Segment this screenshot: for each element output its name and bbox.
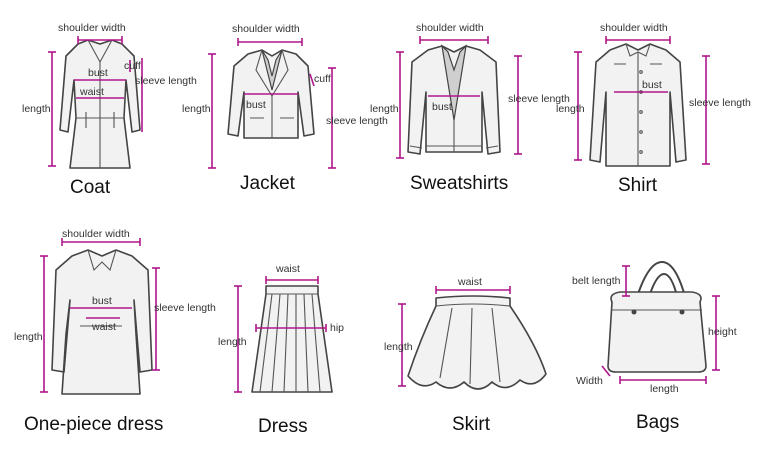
shirt-title: Shirt xyxy=(618,175,658,196)
bags-title: Bags xyxy=(636,412,679,433)
sweatshirts-sleeve-label: sleeve length xyxy=(508,93,570,105)
shirt-shoulder-label: shoulder width xyxy=(600,22,668,34)
jacket-shoulder-label: shoulder width xyxy=(232,23,300,35)
jacket-length-label: length xyxy=(182,103,211,115)
one-piece-dress-shoulder-label: shoulder width xyxy=(62,228,130,240)
sweatshirts-shoulder-label: shoulder width xyxy=(416,22,484,34)
sweatshirts-title: Sweatshirts xyxy=(410,173,508,194)
skirt-title: Skirt xyxy=(452,414,491,435)
jacket-panel: shoulder width cuff bust sleeve length l… xyxy=(182,23,388,194)
coat-length-label: length xyxy=(22,103,51,115)
jacket-bust-label: bust xyxy=(246,99,266,111)
shirt-length-label: length xyxy=(556,103,585,115)
one-piece-dress-length-label: length xyxy=(14,331,43,343)
one-piece-dress-sleeve-label: sleeve length xyxy=(154,302,216,314)
coat-shoulder-label: shoulder width xyxy=(58,22,126,34)
one-piece-dress-waist-label: waist xyxy=(91,321,116,333)
coat-shoulder-measure xyxy=(77,36,123,44)
skirt-waist-label: waist xyxy=(457,276,482,288)
one-piece-dress-panel: shoulder width bust waist sleeve length … xyxy=(14,228,216,435)
dress-hip-label: hip xyxy=(330,322,344,334)
one-piece-dress-illustration xyxy=(51,249,153,395)
shirt-bust-label: bust xyxy=(642,79,662,91)
dress-illustration xyxy=(251,285,333,393)
bag-illustration xyxy=(607,291,707,373)
skirt-length-label: length xyxy=(384,341,413,353)
bag-handle-icon xyxy=(635,260,687,301)
dress-panel: waist hip length Dress xyxy=(218,263,344,437)
skirt-panel: waist length Skirt xyxy=(384,276,547,435)
shirt-panel: shoulder width bust sleeve length length… xyxy=(556,22,751,196)
dress-length-label: length xyxy=(218,336,247,348)
sweatshirts-panel: shoulder width bust sleeve length length… xyxy=(370,22,570,194)
coat-length-measure xyxy=(48,51,56,167)
dress-waist-label: waist xyxy=(275,263,300,275)
skirt-illustration xyxy=(407,295,547,390)
jacket-cuff-label: cuff xyxy=(314,73,331,85)
coat-bust-label: bust xyxy=(88,67,108,79)
bags-length-label: length xyxy=(650,383,679,395)
coat-sleeve-label: sleeve length xyxy=(135,75,197,87)
coat-panel: shoulder width bust waist cuff sleeve le… xyxy=(22,22,197,198)
dress-title: Dress xyxy=(258,416,308,437)
sweatshirts-length-label: length xyxy=(370,103,399,115)
shirt-sleeve-label: sleeve length xyxy=(689,97,751,109)
sweatshirts-bust-label: bust xyxy=(432,101,452,113)
jacket-sleeve-label: sleeve length xyxy=(326,115,388,127)
one-piece-dress-title: One-piece dress xyxy=(24,414,163,435)
bags-width-label: Width xyxy=(576,375,603,387)
coat-cuff-label: cuff xyxy=(124,60,141,72)
bags-panel: belt length height Width length Bags xyxy=(572,260,737,433)
jacket-title: Jacket xyxy=(240,173,296,194)
bags-height-label: height xyxy=(708,326,737,338)
coat-title: Coat xyxy=(70,177,111,198)
one-piece-dress-bust-label: bust xyxy=(92,295,112,307)
coat-waist-label: waist xyxy=(79,86,104,98)
bags-belt-label: belt length xyxy=(572,275,621,287)
